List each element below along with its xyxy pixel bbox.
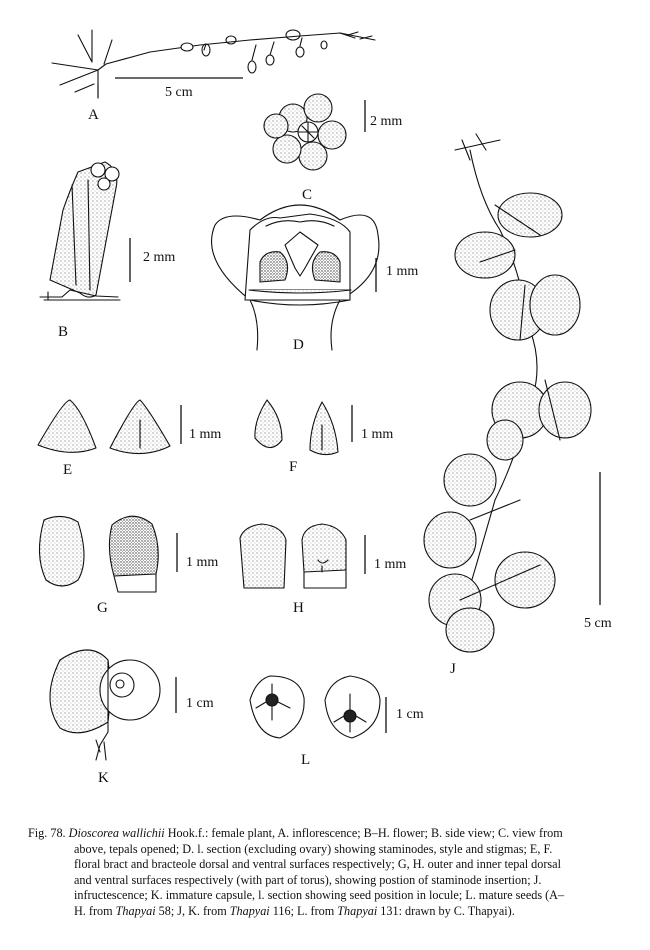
label-f: F bbox=[289, 459, 298, 475]
caption-fig-number: Fig. 78. bbox=[28, 826, 66, 840]
label-g: G bbox=[97, 600, 108, 616]
caption-line6-b: 58; J, K. from bbox=[155, 903, 230, 918]
scale-text-k: 1 cm bbox=[186, 696, 214, 711]
figure-k-immature-capsule bbox=[49, 649, 161, 761]
caption-line6-d: 131: drawn by C. Thapyai). bbox=[377, 903, 515, 918]
label-a: A bbox=[88, 107, 99, 123]
scale-text-j: 5 cm bbox=[584, 616, 612, 631]
figure-f-bracteole bbox=[254, 399, 339, 456]
label-j: J bbox=[450, 661, 456, 677]
caption-line-2: above, tepals opened; D. l. section (exc… bbox=[74, 841, 553, 856]
scale-text-f: 1 mm bbox=[361, 427, 394, 442]
figure-caption: Fig. 78. Dioscorea wallichii Hook.f.: fe… bbox=[28, 826, 628, 920]
figure-e-bract bbox=[37, 399, 171, 455]
scale-text-b: 2 mm bbox=[143, 250, 176, 265]
caption-line6-a: H. from bbox=[74, 903, 116, 918]
scale-text-d: 1 mm bbox=[386, 264, 419, 279]
caption-line6-c: 116; L. from bbox=[269, 903, 338, 918]
caption-collector-3: Thapyai bbox=[337, 903, 378, 918]
label-c: C bbox=[302, 187, 313, 203]
figure-a-inflorescence bbox=[51, 29, 376, 99]
caption-line-6: H. from Thapyai 58; J, K. from Thapyai 1… bbox=[28, 904, 628, 920]
scale-text-c: 2 mm bbox=[370, 114, 403, 129]
figure-j-infructescence bbox=[423, 133, 592, 653]
label-k: K bbox=[98, 770, 109, 786]
figure-g-outer-tepal bbox=[38, 515, 159, 593]
caption-collector-2: Thapyai bbox=[229, 903, 270, 918]
scale-bars bbox=[115, 77, 601, 733]
label-e: E bbox=[63, 462, 73, 478]
label-b: B bbox=[58, 324, 69, 340]
figure-h-inner-tepal bbox=[239, 523, 347, 589]
scale-text-a: 5 cm bbox=[165, 85, 193, 100]
caption-line-5: infructescence; K. immature capsule, l. … bbox=[74, 888, 565, 903]
label-h: H bbox=[293, 600, 304, 616]
figure-l-mature-seeds bbox=[249, 675, 381, 739]
caption-line-1: Fig. 78. Dioscorea wallichii Hook.f.: fe… bbox=[28, 826, 628, 842]
scale-text-h: 1 mm bbox=[374, 557, 407, 572]
figure-b-flower-side-view bbox=[39, 161, 121, 301]
label-d: D bbox=[293, 337, 304, 353]
scale-text-g: 1 mm bbox=[186, 555, 219, 570]
figure-d-flower-section bbox=[211, 204, 380, 351]
caption-line-3: floral bract and bracteole dorsal and ve… bbox=[74, 857, 561, 872]
caption-species: Dioscorea wallichii bbox=[68, 826, 165, 840]
caption-line-4: and ventral surfaces respectively (with … bbox=[74, 872, 542, 887]
caption-collector-1: Thapyai bbox=[115, 903, 156, 918]
scale-text-e: 1 mm bbox=[189, 427, 222, 442]
caption-authority: Hook.f.: female plant, A. inflorescence;… bbox=[164, 826, 563, 840]
scale-text-l: 1 cm bbox=[396, 707, 424, 722]
figure-c-flower-top-view bbox=[263, 93, 347, 171]
label-l: L bbox=[301, 752, 311, 768]
